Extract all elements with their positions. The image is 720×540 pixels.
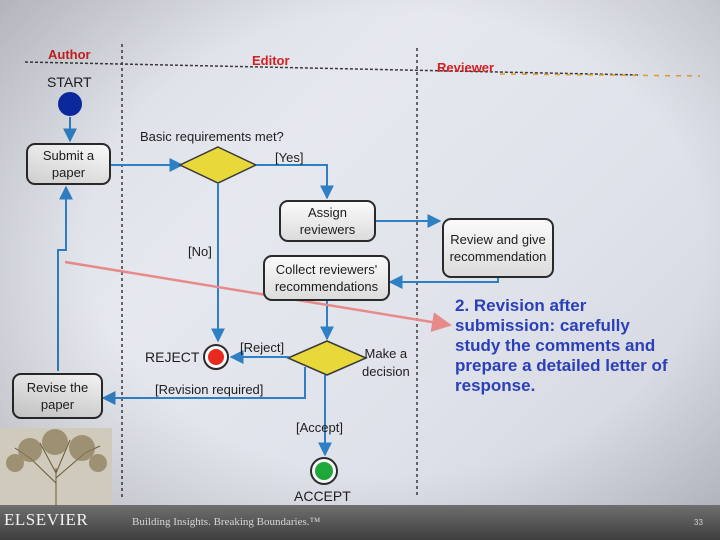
review-recommendation-node: Review and give recommendation (442, 218, 554, 278)
revise-paper-node: Revise the paper (12, 373, 103, 419)
arrow-revision (101, 367, 306, 405)
elsevier-tree-logo (0, 428, 112, 508)
assign-reviewers-node: Assign reviewers (279, 200, 376, 242)
lane-reviewer-title: Reviewer (437, 60, 495, 75)
arrow-revise-submit (57, 185, 73, 371)
collect-recommendations-node: Collect reviewers' recommendations (263, 255, 390, 301)
arrow-yes (256, 164, 334, 200)
edge-label-no: [No] (188, 244, 212, 259)
reject-node (208, 349, 224, 365)
lane-header-line-ext (499, 73, 701, 77)
edge-label-accept: [Accept] (296, 420, 343, 435)
revision-note: 2. Revision after submission: carefully … (455, 296, 668, 395)
edge-label-revision: [Revision required] (155, 382, 264, 397)
elsevier-wordmark: ELSEVIER (4, 510, 89, 529)
arrow-review-collect (388, 275, 499, 289)
edge-label-yes: [Yes] (275, 150, 304, 165)
start-node (58, 92, 82, 116)
accept-label: ACCEPT (294, 488, 351, 504)
decision2-diamond (286, 340, 368, 376)
decision1-label: Basic requirements met? (140, 129, 284, 144)
edge-label-reject: [Reject] (240, 340, 285, 355)
accept-node (315, 462, 333, 480)
lane-author-title: Author (48, 47, 91, 62)
lane-header-line (24, 61, 641, 76)
submit-paper-node: Submit a paper (26, 143, 111, 185)
start-label: START (47, 74, 92, 90)
footer-tagline: Building Insights. Breaking Boundaries.™ (132, 516, 321, 528)
lane-editor-title: Editor (252, 53, 290, 68)
decision1-diamond (178, 146, 258, 184)
decision2-label: Make a decision (362, 346, 410, 379)
reject-label: REJECT (145, 349, 200, 365)
pointer-line (64, 260, 452, 332)
footer-bar (0, 505, 720, 540)
slide-number: 33 (694, 518, 703, 527)
